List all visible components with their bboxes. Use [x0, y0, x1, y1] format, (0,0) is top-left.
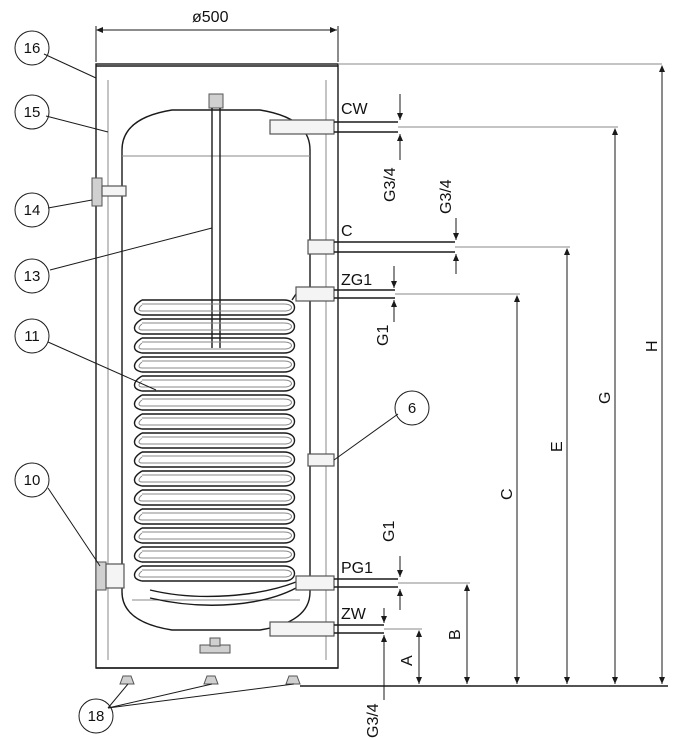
c-label: C — [341, 223, 353, 240]
callout-16: 16 — [14, 30, 50, 66]
coil-loop-outer — [142, 489, 296, 506]
coil-loop — [133, 527, 284, 544]
coil-loop — [133, 470, 284, 487]
callout-10: 10 — [14, 462, 50, 498]
tank — [107, 80, 327, 660]
callout-15: 15 — [14, 94, 50, 130]
dim-b-label: B — [447, 629, 464, 640]
callout-18: 18 — [78, 698, 114, 734]
heating-coil — [133, 293, 297, 606]
coil-loop-inner — [138, 436, 292, 445]
coil-loop-outer — [142, 432, 296, 449]
thread-dimension-ticks — [381, 94, 459, 700]
coil-loop-inner — [138, 455, 292, 464]
coil-supply — [291, 293, 297, 301]
svg-text:15: 15 — [24, 104, 41, 121]
coil-loop-inner — [138, 417, 292, 426]
callout-13: 13 — [14, 258, 50, 294]
dim-a-label: A — [399, 655, 416, 666]
cw-thread-label: G3/4 — [382, 167, 399, 202]
dim-e-label: E — [549, 441, 566, 452]
cw-label: CW — [341, 101, 369, 118]
c-thread-label: G3/4 — [438, 179, 455, 214]
coil-loop-outer — [142, 565, 296, 582]
coil-loop-inner — [138, 474, 292, 483]
coil-loop — [133, 432, 284, 449]
svg-text:16: 16 — [24, 40, 41, 57]
coil-loop-inner — [138, 569, 292, 578]
coil-loop — [133, 318, 284, 335]
svg-text:11: 11 — [24, 328, 40, 345]
coil-loop-outer — [142, 299, 296, 316]
coil-loop — [133, 413, 284, 430]
zg1-label: ZG1 — [341, 272, 372, 289]
coil-loop-outer — [142, 470, 296, 487]
coil-loop-inner — [138, 379, 292, 388]
coil-loop-outer — [142, 337, 296, 354]
coil-loop — [133, 546, 284, 563]
pg1-thread-label: G1 — [381, 521, 398, 542]
coil-loop-inner — [138, 341, 292, 350]
callout-leaders — [43, 53, 399, 709]
coil-loop-inner — [138, 531, 292, 540]
coil-loop-inner — [138, 360, 292, 369]
coil-loop — [133, 508, 284, 525]
anode-rod — [208, 93, 224, 348]
coil-loop — [133, 489, 284, 506]
coil-loop — [133, 394, 284, 411]
coil-loop — [133, 337, 284, 354]
diameter-label: ø500 — [192, 9, 229, 26]
coil-loop-outer — [142, 356, 296, 373]
coil-loop-outer — [142, 318, 296, 335]
coil-loop — [133, 565, 284, 582]
callout-6: 6 — [394, 390, 430, 426]
coil-loop — [133, 451, 284, 468]
callout-11: 11 — [14, 318, 50, 354]
coil-loop — [133, 299, 284, 316]
coil-loop-inner — [138, 398, 292, 407]
svg-text:14: 14 — [24, 202, 41, 219]
connection-pipes — [269, 119, 455, 637]
coil-loop-inner — [138, 322, 292, 331]
coil-return — [149, 581, 297, 606]
coil-loop-inner — [138, 550, 292, 559]
dim-c-label: C — [499, 488, 516, 500]
svg-text:18: 18 — [88, 708, 105, 725]
coil-loop-outer — [142, 546, 296, 563]
left-fittings — [91, 177, 127, 591]
coil-loop-outer — [142, 413, 296, 430]
diameter-dimension: ø500 — [95, 9, 339, 62]
vertical-dimensions — [384, 65, 665, 684]
coil-loop-outer — [142, 375, 296, 392]
coil-loop-outer — [142, 394, 296, 411]
svg-text:6: 6 — [408, 400, 416, 417]
svg-text:13: 13 — [24, 268, 41, 285]
svg-text:10: 10 — [24, 472, 41, 489]
coil-loop-outer — [142, 508, 296, 525]
coil-loop-inner — [138, 493, 292, 502]
coil-loop-outer — [142, 451, 296, 468]
coil-loop-outer — [142, 527, 296, 544]
coil-loop-inner — [138, 512, 292, 521]
coil-loop-inner — [138, 303, 292, 312]
feet — [96, 637, 338, 685]
zw-label: ZW — [341, 606, 367, 623]
zw-thread-label: G3/4 — [365, 703, 382, 738]
pg1-label: PG1 — [341, 560, 373, 577]
coil-loop — [133, 356, 284, 373]
dim-h-label: H — [644, 340, 661, 352]
dim-g-label: G — [597, 392, 614, 404]
callout-14: 14 — [14, 192, 50, 228]
coil-loop — [133, 375, 284, 392]
zg1-thread-label: G1 — [375, 325, 392, 346]
